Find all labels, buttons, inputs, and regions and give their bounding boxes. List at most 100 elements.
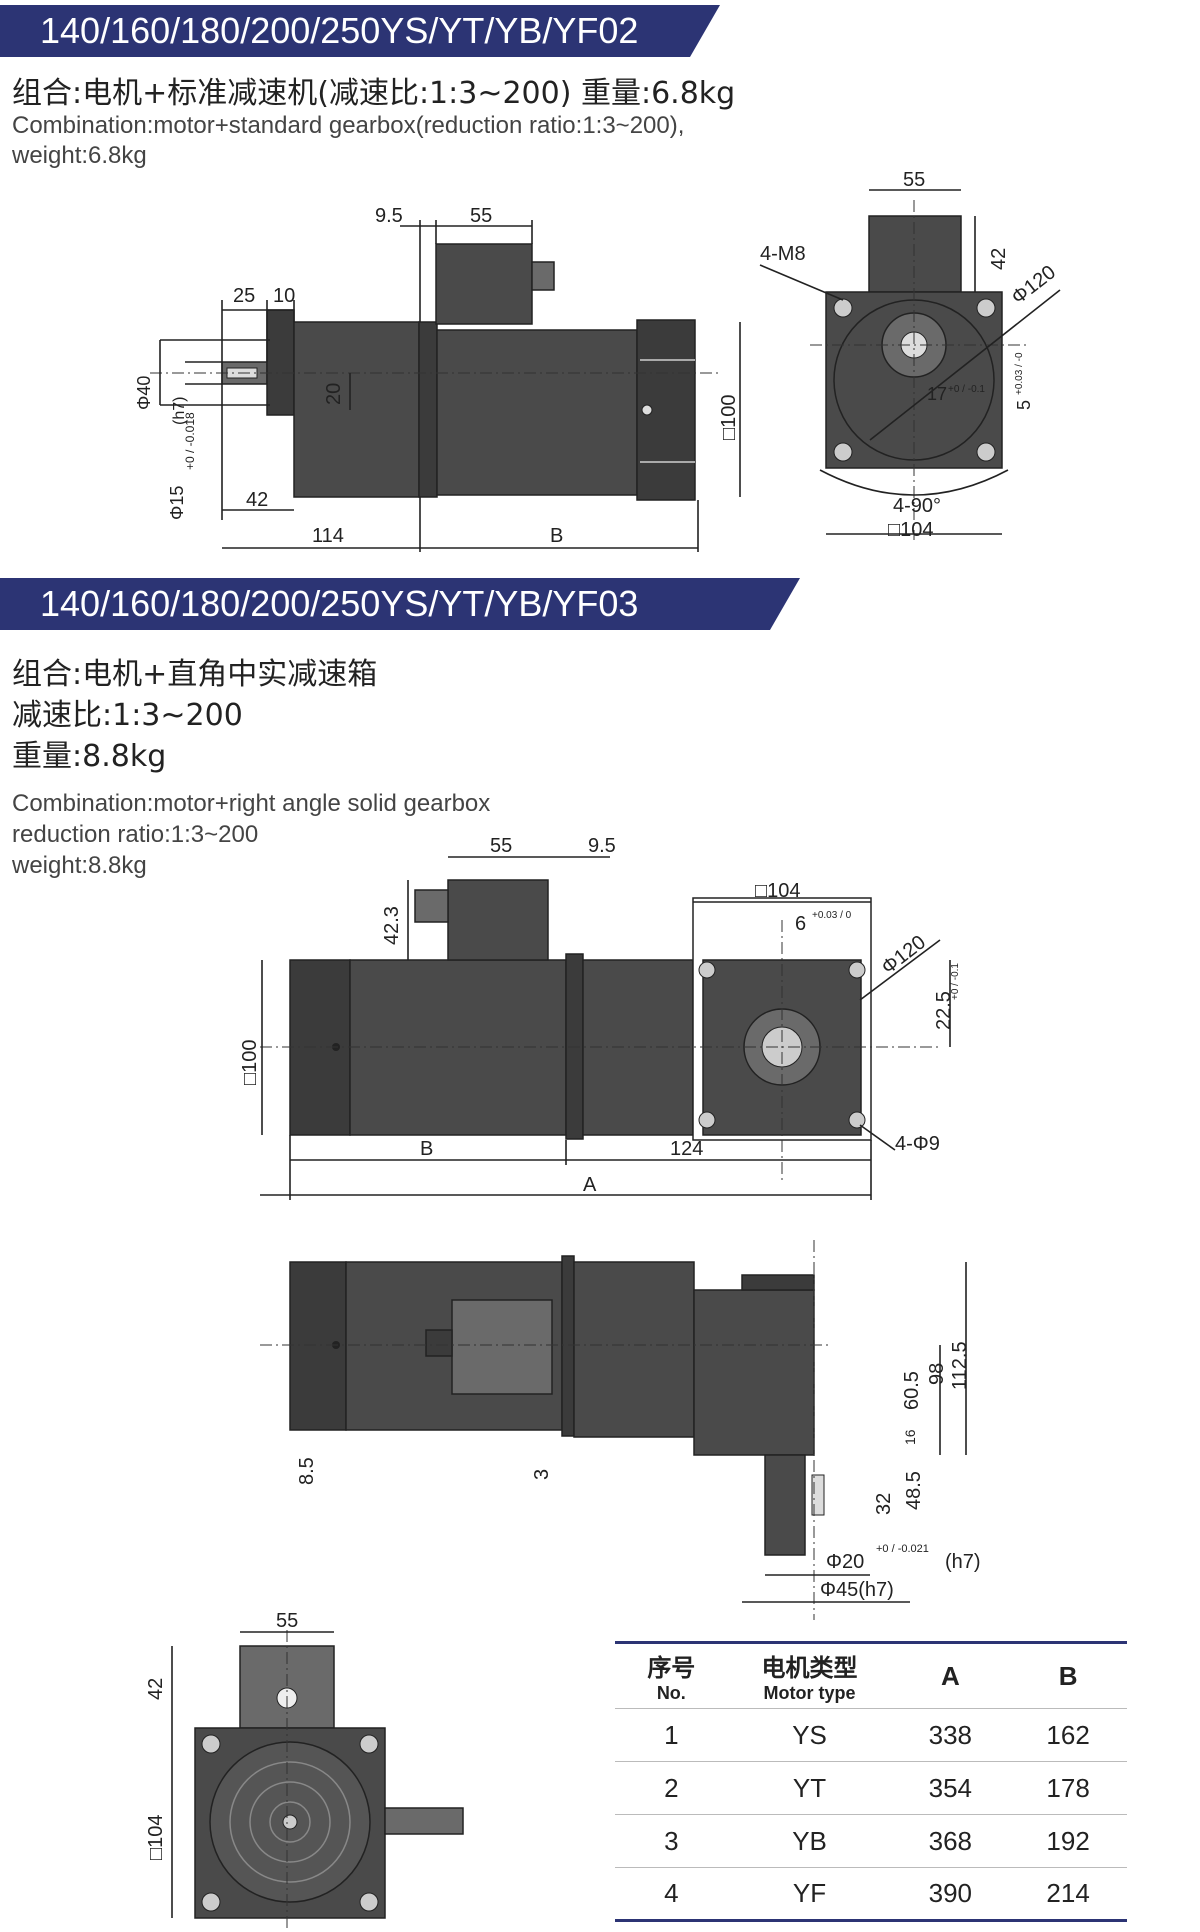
s2-dim-48.5: 48.5 — [903, 1471, 925, 1510]
s1-front-terminal-box — [868, 215, 962, 293]
s1-terminal-box — [435, 243, 533, 325]
s2-dim-32: 32 — [873, 1493, 895, 1515]
s1-dim-4-90deg: 4-90° — [893, 495, 941, 517]
s1-front-dim-42: 42 — [988, 248, 1010, 270]
cell-no: 3 — [664, 1825, 679, 1856]
table-row: 3 YB 368 192 — [615, 1814, 1127, 1868]
s2-dim-98: 98 — [926, 1363, 948, 1385]
s1-dim-9.5: 9.5 — [375, 205, 403, 227]
col-no-cn: 序号 — [647, 1654, 696, 1682]
s1-dim-phi15: Φ15 — [167, 486, 187, 520]
s2-dim-55: 55 — [490, 835, 512, 857]
s2-dim-sq104: □104 — [755, 880, 800, 902]
s2-top-gearbox — [573, 1261, 695, 1438]
cell-b: 192 — [1046, 1825, 1090, 1856]
section2-cn-ratio: 减速比:1:3~200 — [12, 698, 243, 733]
col-type-cn: 电机类型 — [761, 1654, 858, 1682]
cell-type: YT — [792, 1772, 827, 1803]
col-no-en: No. — [656, 1683, 686, 1703]
s2-dim-124: 124 — [670, 1138, 703, 1160]
section2-cn-combination: 组合:电机+直角中实减速箱 — [12, 657, 378, 692]
s1-dim-phi40: Φ40 — [134, 376, 154, 410]
section2-title-banner: 140/160/180/200/250YS/YT/YB/YF03 — [0, 578, 800, 630]
table-row: 4 YF 390 214 — [615, 1867, 1127, 1921]
section2-en-combination: Combination:motor+right angle solid gear… — [12, 790, 491, 817]
cell-a: 390 — [928, 1878, 973, 1908]
s1-front-dim-55: 55 — [903, 169, 925, 191]
cell-b: 214 — [1046, 1878, 1090, 1908]
s2-end-dim-42: 42 — [145, 1678, 167, 1700]
s1-gearbox — [293, 321, 420, 498]
s1-motor-body — [436, 329, 638, 496]
s2-dim-112.5: 112.5 — [949, 1341, 971, 1390]
s2-dim-phi20: Φ20 — [826, 1551, 864, 1573]
s1-dim-4M8: 4-M8 — [760, 243, 806, 265]
s2-dim-phi20-h7: (h7) — [945, 1551, 981, 1573]
s2-dim-9.5: 9.5 — [588, 835, 616, 857]
cell-no: 4 — [664, 1878, 679, 1908]
s1-dim-20: 20 — [323, 383, 345, 405]
col-type-en: Motor type — [763, 1683, 856, 1703]
s1-dim-5: 5 — [1014, 400, 1034, 410]
section2-en-weight: weight:8.8kg — [12, 852, 147, 879]
s2-dim-6: 6 — [795, 913, 806, 935]
s2-top-view: 112.5 98 60.5 16 48.5 32 8.5 3 Φ20 +0 / … — [260, 1240, 981, 1620]
s2-top-terminal-box — [451, 1299, 553, 1395]
s2-dim-phi20-tol: +0 / -0.021 — [876, 1543, 929, 1555]
s2-dim-16: 16 — [902, 1429, 918, 1445]
cell-a: 338 — [928, 1719, 973, 1750]
col-type-header: 电机类型 Motor type — [728, 1643, 892, 1709]
s2-dim-22.5: 22.5 — [933, 991, 955, 1030]
s2-dim-3: 3 — [531, 1469, 553, 1480]
cell-b: 178 — [1046, 1772, 1090, 1803]
cell-no: 2 — [664, 1772, 679, 1803]
s2-dim-4phi9: 4-Φ9 — [895, 1133, 940, 1155]
cell-a: 354 — [928, 1772, 973, 1803]
section1-en-description-line2: weight:6.8kg — [12, 142, 147, 169]
section1-title-banner: 140/160/180/200/250YS/YT/YB/YF02 — [0, 5, 720, 57]
s1-dim-114: 114 — [312, 525, 344, 547]
s1-side-view: 25 10 9.5 55 Φ40 (h7) Φ15 +0 / -0.018 20… — [134, 205, 741, 552]
section1-cn-description: 组合:电机+标准减速机(减速比:1:3~200) 重量:6.8kg — [12, 76, 736, 111]
s2-dim-phi45: Φ45(h7) — [820, 1579, 894, 1601]
s2-dim-B: B — [420, 1138, 433, 1160]
s2-dim-8.5: 8.5 — [296, 1457, 318, 1485]
s1-dim-sq104: □104 — [888, 519, 933, 541]
col-no-header: 序号 No. — [615, 1643, 728, 1709]
s1-dim-55: 55 — [470, 205, 492, 227]
section2-en-ratio: reduction ratio:1:3~200 — [12, 821, 259, 848]
s1-dim-h7: (h7) — [171, 397, 188, 425]
s2-dim-phi120: Φ120 — [878, 931, 930, 979]
s2-dim-6-tol: +0.03 / 0 — [812, 910, 852, 921]
s1-flange — [266, 309, 295, 416]
section1-en-description-line1: Combination:motor+standard gearbox(reduc… — [12, 112, 685, 139]
section2-cn-weight: 重量:8.8kg — [12, 739, 167, 774]
s2-end-dim-sq104: □104 — [145, 1815, 167, 1860]
motor-spec-table: 序号 No. 电机类型 Motor type A B 1 YS 338 162 … — [615, 1641, 1127, 1922]
cell-a: 368 — [928, 1825, 973, 1856]
s1-dim-42: 42 — [246, 489, 268, 511]
table-header-row: 序号 No. 电机类型 Motor type A B — [615, 1642, 1127, 1709]
s2-end-dim-55: 55 — [276, 1610, 298, 1632]
cell-type: YF — [792, 1878, 827, 1908]
s2-dim-22.5-tol: +0 / -0.1 — [950, 963, 961, 1000]
table-row: 1 YS 338 162 — [615, 1708, 1127, 1762]
col-a-header: A — [940, 1660, 960, 1691]
s1-dim-5-tol: +0.03 / -0 — [1014, 352, 1025, 395]
s2-dim-42.3: 42.3 — [381, 906, 403, 945]
s2-dim-60.5: 60.5 — [901, 1371, 923, 1410]
cell-type: YS — [792, 1719, 827, 1750]
s1-dim-17: 17 — [927, 384, 947, 404]
s1-dim-phi120: Φ120 — [1008, 261, 1060, 309]
s1-front-view: 55 42 4-M8 Φ120 17 +0 / -0.1 5 +0.03 / -… — [759, 169, 1061, 541]
cell-type: YB — [792, 1825, 827, 1856]
cell-no: 1 — [664, 1719, 679, 1750]
s1-dim-17-tol: +0 / -0.1 — [948, 384, 985, 395]
s2-dim-A: A — [583, 1174, 597, 1196]
s1-dim-B: B — [550, 525, 563, 547]
s1-dim-10: 10 — [273, 285, 295, 307]
s1-dim-phi15-tol: +0 / -0.018 — [183, 412, 197, 470]
s1-dim-sq100: □100 — [718, 395, 740, 440]
s2-side-view: 55 9.5 42.3 □100 □104 6 +0.03 / 0 Φ120 2… — [239, 835, 961, 1200]
